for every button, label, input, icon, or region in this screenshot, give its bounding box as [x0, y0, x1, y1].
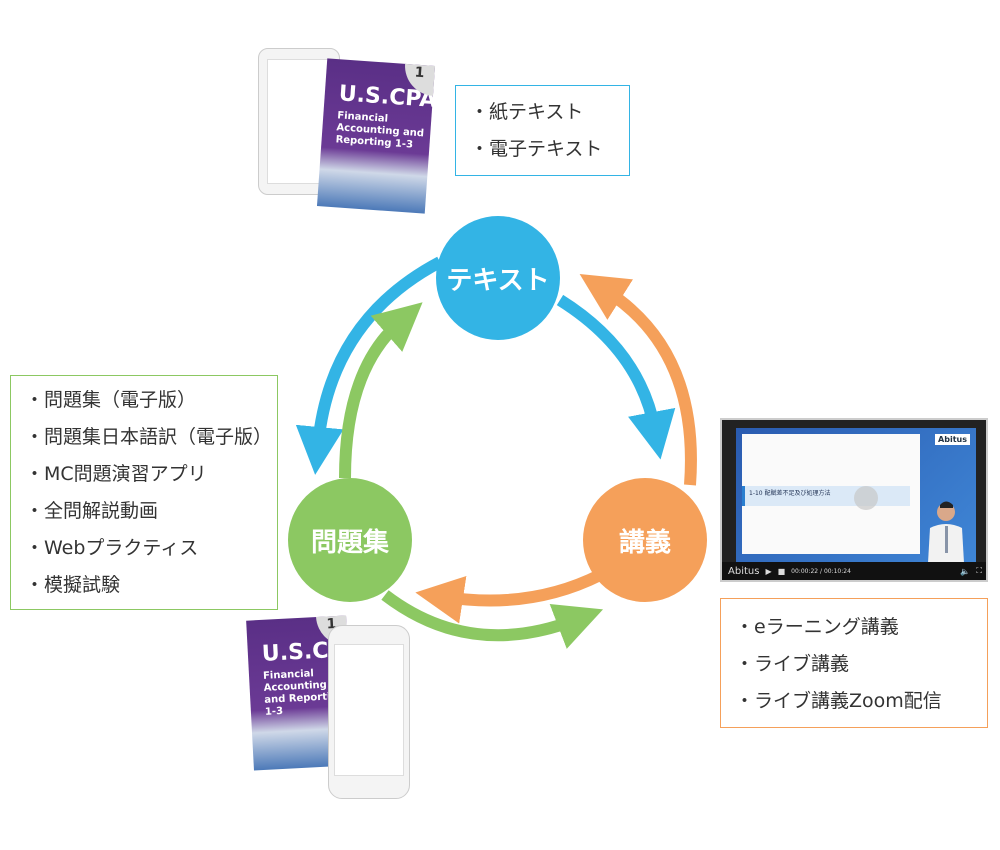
node-text: テキスト	[436, 216, 560, 340]
list-item: ・ライブ講義Zoom配信	[735, 690, 942, 712]
video-screen: 1-10 配賦差不足及び処理方法 Abitus	[736, 428, 976, 563]
fullscreen-icon[interactable]: ⛶	[976, 566, 982, 575]
arrow-text-to-problems	[295, 256, 443, 475]
brand-logo: Abitus	[935, 434, 970, 445]
node-lecture: 講義	[583, 478, 707, 602]
video-player[interactable]: 1-10 配賦差不足及び処理方法 Abitus Abitus ▶ ■ 00:00…	[720, 418, 988, 582]
arrow-problems-to-text	[339, 302, 423, 479]
list-item: ・模擬試験	[25, 574, 121, 596]
play-button[interactable]: ▶	[765, 566, 772, 576]
slide-title: 1-10 配賦差不足及び処理方法	[742, 486, 910, 506]
list-item: ・問題集日本語訳（電子版）	[25, 426, 273, 448]
list-item: ・MC問題演習アプリ	[25, 463, 207, 485]
lecturer-image	[928, 501, 964, 563]
arrow-lecture-to-problems	[415, 569, 603, 624]
list-item: ・全問解説動画	[25, 500, 159, 522]
node-problems: 問題集	[288, 478, 412, 602]
time-display: 00:00:22 / 00:10:24	[791, 567, 851, 575]
player-brand: Abitus	[728, 565, 760, 577]
player-controls: Abitus ▶ ■ 00:00:22 / 00:10:24 🔈 ⛶	[722, 562, 986, 580]
book-subtitle: Financial Accounting and Reporting 1-3	[335, 110, 425, 151]
list-item: ・紙テキスト	[470, 101, 584, 123]
list-item: ・Webプラクティス	[25, 537, 199, 559]
textbook-cover: U.S.CPA Financial Accounting and Reporti…	[316, 58, 437, 214]
list-item: ・電子テキスト	[470, 138, 603, 160]
play-overlay-icon[interactable]	[854, 486, 878, 510]
lecture-slide: 1-10 配賦差不足及び処理方法	[742, 434, 920, 554]
list-item: ・ライブ講義	[735, 653, 850, 675]
arrow-lecture-to-text	[579, 273, 697, 486]
stop-button[interactable]: ■	[777, 566, 786, 576]
smartphone-app-image	[328, 625, 410, 799]
problem-materials-box: ・問題集（電子版） ・問題集日本語訳（電子版） ・MC問題演習アプリ ・全問解説…	[10, 375, 278, 610]
lecture-materials-box: ・eラーニング講義 ・ライブ講義 ・ライブ講義Zoom配信	[720, 598, 988, 728]
arrow-problems-to-lecture	[381, 590, 604, 649]
volume-icon[interactable]: 🔈	[960, 566, 971, 576]
list-item: ・eラーニング講義	[735, 616, 899, 638]
list-item: ・問題集（電子版）	[25, 389, 197, 411]
text-materials-box: ・紙テキスト ・電子テキスト	[455, 85, 630, 176]
arrow-text-to-lecture	[556, 294, 676, 460]
